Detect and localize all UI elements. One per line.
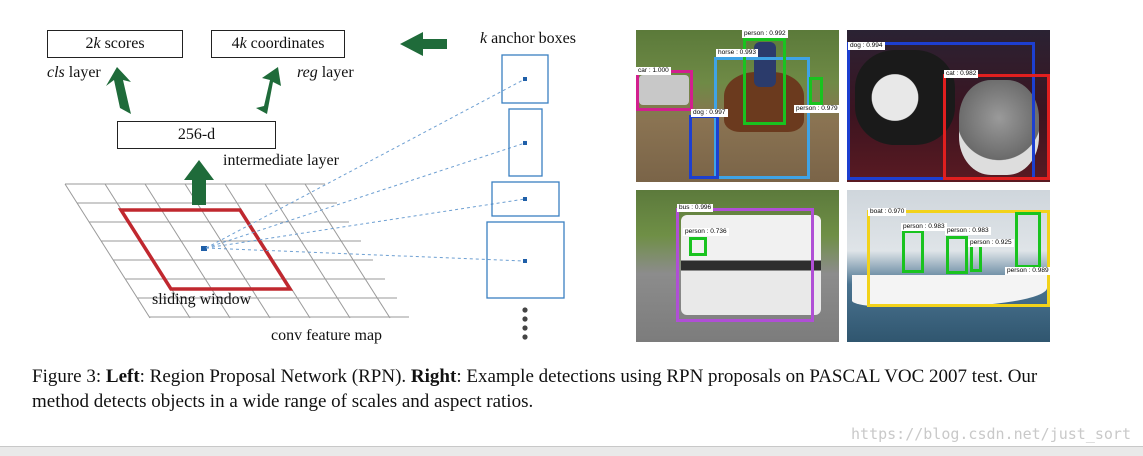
anchor-centers	[523, 77, 527, 263]
intermediate-layer-label: intermediate layer	[223, 152, 339, 169]
det-person-rider	[743, 38, 786, 125]
intermediate-box: 256-d	[117, 121, 276, 149]
window-center-point	[201, 246, 207, 251]
detection-photo-horse: car : 1.000 horse : 0.993 person : 0.992…	[636, 30, 839, 182]
anchor-k: k	[480, 30, 488, 47]
sliding-window-frame	[117, 208, 294, 291]
scores-num: 2	[85, 35, 94, 52]
watermark-url: https://blog.csdn.net/just_sort	[851, 425, 1131, 443]
rpn-diagram-graphics	[64, 32, 565, 340]
det-driver	[689, 237, 707, 256]
tag-person-rider: person : 0.992	[742, 30, 788, 38]
det-dog2	[847, 42, 1035, 180]
cls-layer-label: cls layer	[47, 64, 101, 82]
tag-person-small: person : 0.979	[794, 105, 839, 113]
reg-layer-label: reg layer	[297, 64, 354, 82]
caption-left-text: : Region Proposal Network (RPN).	[139, 366, 411, 387]
det-dog	[689, 115, 719, 179]
intermediate-dim: 256-d	[177, 126, 216, 143]
det-car	[636, 70, 693, 111]
rider-shape	[754, 42, 776, 87]
reg-word: reg	[297, 64, 318, 81]
coords-text: coordinates	[246, 35, 325, 52]
scores-k: k	[93, 35, 101, 52]
det-bus	[676, 208, 814, 322]
anchor-boxes	[486, 54, 565, 299]
tag-driver: person : 0.736	[683, 228, 729, 236]
tag-car: car : 1.000	[636, 67, 671, 75]
caption-prefix: Figure 3:	[32, 366, 106, 387]
anchor-text: anchor boxes	[487, 30, 576, 47]
reg-layer-word: layer	[317, 64, 354, 81]
anchor-boxes-label: k anchor boxes	[480, 30, 576, 48]
arrow-to-cls	[106, 67, 131, 114]
tag-cat: cat : 0.982	[944, 70, 979, 78]
tag-person-a: person : 0.983	[901, 223, 947, 231]
tag-bus: bus : 0.996	[677, 204, 714, 212]
det-person-a	[902, 230, 924, 273]
coords-k: k	[239, 35, 247, 52]
cls-word: cls	[47, 64, 65, 81]
tag-horse: horse : 0.993	[716, 49, 758, 57]
detection-photo-bus: bus : 0.996 person : 0.736	[636, 190, 839, 342]
det-boat	[867, 210, 1050, 307]
det-cat	[943, 74, 1050, 180]
tag-person-d: person : 0.989	[1005, 267, 1050, 275]
arrow-from-anchors	[400, 32, 447, 56]
det-person-small	[809, 77, 823, 105]
coords-num: 4	[231, 35, 240, 52]
arrow-up-to-intermediate	[184, 160, 214, 205]
more-anchors-dots	[522, 307, 528, 340]
det-horse	[714, 57, 810, 179]
sliding-window-label: sliding window	[152, 291, 252, 308]
caption-right-bold: Right	[410, 366, 457, 387]
detection-photo-dog-cat: dog : 0.994 cat : 0.982	[847, 30, 1050, 182]
cat-shape	[959, 80, 1039, 175]
tag-person-b: person : 0.983	[945, 227, 991, 235]
arrow-to-reg	[256, 67, 281, 114]
cls-layer-word: layer	[64, 64, 101, 81]
caption-right-text: : Example detections using RPN proposals…	[32, 366, 1038, 412]
det-person-b	[946, 236, 968, 274]
feature-map-label: conv feature map	[271, 327, 383, 344]
tag-person-c: person : 0.925	[968, 239, 1014, 247]
detection-photo-boat: boat : 0.970 person : 0.983 person : 0.9…	[847, 190, 1050, 342]
figure-caption: Figure 3: Left: Region Proposal Network …	[32, 364, 1092, 414]
car-shape	[639, 75, 689, 105]
dog-shape	[855, 50, 955, 145]
caption-left-bold: Left	[105, 366, 140, 387]
bottom-scrollbar-strip	[0, 446, 1143, 456]
det-person-d	[1015, 212, 1041, 268]
tag-boat: boat : 0.970	[868, 208, 907, 216]
det-person-c	[970, 244, 982, 272]
tag-dog2: dog : 0.994	[848, 42, 885, 50]
arrows	[106, 32, 447, 205]
tag-dog: dog : 0.997	[691, 109, 728, 117]
anchor-projection-lines	[205, 78, 526, 262]
scores-text: scores	[100, 35, 145, 52]
